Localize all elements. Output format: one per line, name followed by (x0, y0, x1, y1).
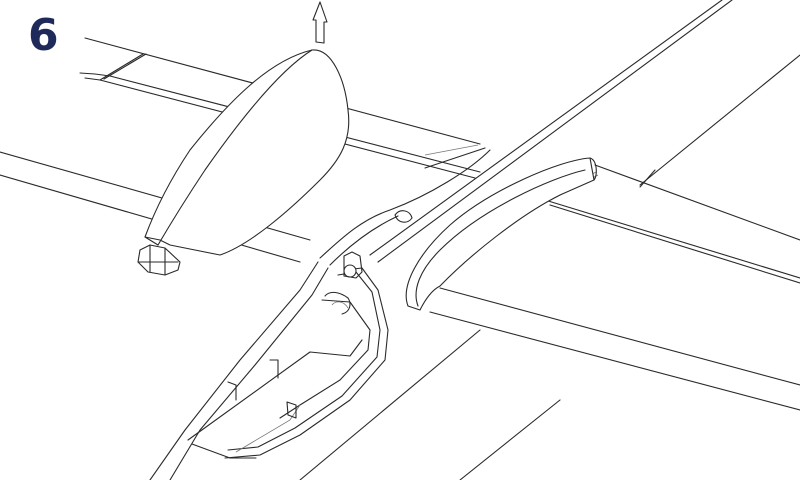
step-number: 6 (28, 10, 59, 61)
wing-root-fairing (405, 157, 597, 311)
up-arrow-icon (312, 1, 328, 44)
canopy-hatch (137, 49, 350, 276)
rear-fuselage-boom (369, 0, 800, 263)
fuselage-pod (149, 149, 561, 480)
